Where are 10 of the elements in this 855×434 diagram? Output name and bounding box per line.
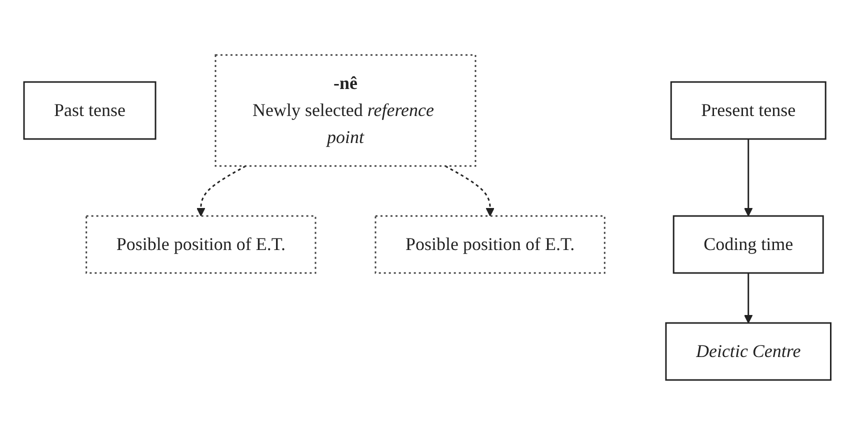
node-box: Past tense (23, 80, 156, 140)
arrow (744, 138, 753, 216)
arrow (444, 164, 495, 216)
arrow (196, 164, 246, 216)
node-box: Deictic Centre (665, 322, 832, 380)
node-box: Posible position of E.T. (86, 214, 316, 274)
node-box: Coding time (672, 214, 824, 274)
node-box: Present tense (670, 80, 826, 140)
arrow (744, 272, 753, 323)
node-box: Posible position of E.T. (374, 214, 606, 274)
